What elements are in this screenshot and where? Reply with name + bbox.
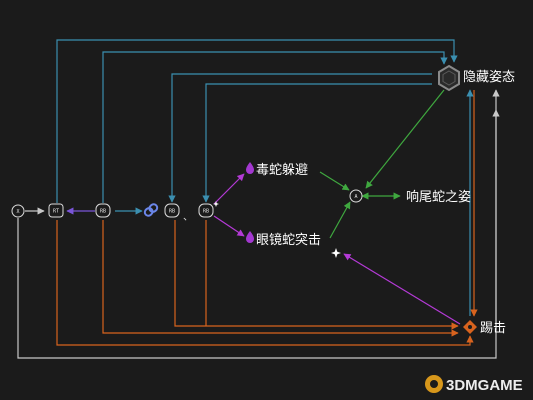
button-rb-label-1: RB: [100, 209, 106, 215]
button-x-label: X: [16, 209, 19, 215]
button-rt-label: RT: [53, 209, 59, 215]
button-a-node: A: [349, 189, 363, 203]
button-rb-label-3: RB: [203, 209, 209, 215]
edge-rb2-to-kick: [174, 220, 459, 330]
edge-kick-to-sparkle: [343, 253, 461, 325]
edge-rb1-to-stealth: [102, 51, 448, 203]
stealth-label: 隐藏姿态: [463, 69, 515, 85]
edge-stealth-to-rb3: [202, 83, 432, 203]
edge-stealth-to-rb2: [168, 73, 432, 203]
button-x-node: X: [11, 204, 25, 218]
chain-link-icon: [143, 203, 159, 217]
edge-rb3-to-cobra: [213, 215, 245, 237]
edge-viper-to-a: [319, 171, 350, 191]
edge-rt-to-kick: [56, 220, 474, 346]
rattlesnake-label: 响尾蛇之姿: [406, 189, 471, 205]
stealth-node: 隐藏姿态: [438, 64, 515, 92]
viper-dodge-label: 毒蛇躲避: [256, 162, 308, 178]
button-rb-node-1: RB: [95, 203, 111, 218]
button-rb-node-2: RB: [164, 203, 180, 218]
sparkle-icon: [213, 201, 219, 207]
viper-dodge-node: 毒蛇躲避: [246, 162, 308, 178]
rattlesnake-node: 响尾蛇之姿: [406, 189, 471, 205]
separator-mark: 、: [183, 212, 193, 223]
button-rb-node-3: RB: [198, 203, 214, 218]
hexagon-icon: [438, 64, 460, 92]
button-rb-label-2: RB: [169, 209, 175, 215]
button-a-label: A: [354, 194, 357, 200]
kick-label: 踢击: [480, 321, 506, 336]
edge-stealth-to-a: [365, 89, 445, 189]
cobra-strike-node: 眼镜蛇突击: [246, 231, 321, 248]
kick-node: 踢击: [463, 320, 506, 336]
cobra-strike-label: 眼镜蛇突击: [256, 232, 321, 248]
drop-icon: [246, 162, 254, 174]
edge-rb1-to-kick: [102, 220, 459, 337]
edge-rb3-to-viper: [213, 173, 245, 205]
watermark: 3DMGAME: [425, 375, 523, 394]
edge-rt-to-stealth: [56, 39, 458, 203]
edge-cobra-to-a: [329, 201, 351, 239]
drop-icon: [246, 231, 254, 243]
watermark-text: 3DMGAME: [446, 377, 523, 394]
sparkle-icon: [331, 248, 341, 258]
button-rt-node: RT: [48, 203, 64, 218]
